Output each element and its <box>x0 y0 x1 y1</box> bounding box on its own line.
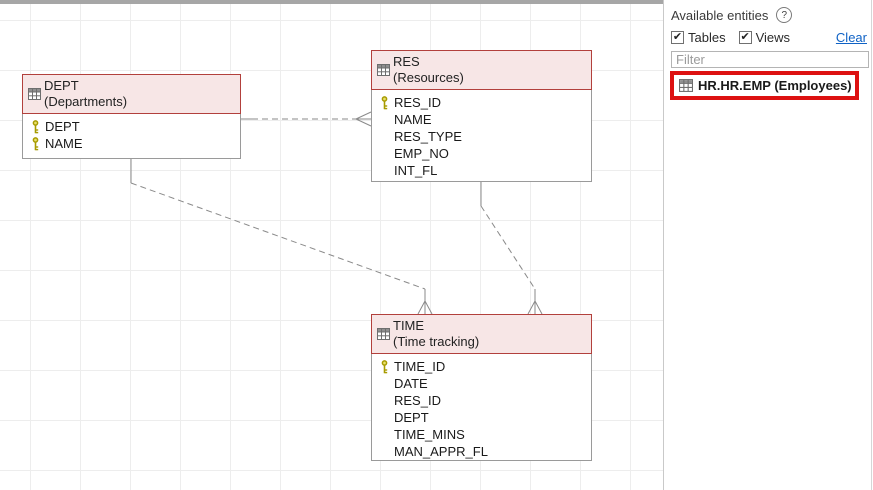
column-name: DEPT <box>45 119 80 134</box>
table-icon <box>377 64 390 76</box>
column-row[interactable]: RES_ID <box>378 94 591 111</box>
column-name: RES_ID <box>394 393 441 408</box>
column-row[interactable]: DEPT <box>378 409 591 426</box>
relationship-res-time[interactable] <box>480 182 543 315</box>
column-row[interactable]: TIME_MINS <box>378 426 591 443</box>
filter-input[interactable] <box>671 51 869 68</box>
column-name: DEPT <box>394 410 429 425</box>
entity-time[interactable]: TIME (Time tracking) TIME_ID DATE RES_ID DE… <box>371 314 592 461</box>
annotation-highlight: HR.HR.EMP (Employees) <box>670 71 859 100</box>
column-row[interactable]: DATE <box>378 375 591 392</box>
column-row[interactable]: RES_TYPE <box>378 128 591 145</box>
panel-right-edge <box>871 0 872 490</box>
column-row[interactable]: EMP_NO <box>378 145 591 162</box>
column-row[interactable]: DEPT <box>29 118 240 135</box>
column-row[interactable]: TIME_ID <box>378 358 591 375</box>
column-row[interactable]: RES_ID <box>378 392 591 409</box>
table-icon <box>377 328 390 340</box>
column-row[interactable]: NAME <box>29 135 240 152</box>
entity-res[interactable]: RES (Resources) RES_ID NAME RES_TYPE EMP_NO… <box>371 50 592 182</box>
entity-name: RES <box>393 54 420 69</box>
table-icon <box>28 88 41 100</box>
column-row[interactable]: NAME <box>378 111 591 128</box>
table-icon <box>679 79 693 92</box>
column-name: TIME_MINS <box>394 427 465 442</box>
entity-alias: (Time tracking) <box>393 334 480 349</box>
column-row[interactable]: INT_FL <box>378 162 591 179</box>
entity-dept[interactable]: DEPT (Departments) DEPT NAME <box>22 74 241 159</box>
entity-name: DEPT <box>44 78 79 93</box>
column-name: NAME <box>45 136 83 151</box>
canvas-top-border <box>0 0 663 4</box>
column-name: RES_TYPE <box>394 129 462 144</box>
column-name: RES_ID <box>394 95 441 110</box>
diagram-canvas[interactable]: DEPT (Departments) DEPT NAME RES (Resour… <box>0 0 663 490</box>
column-name: EMP_NO <box>394 146 449 161</box>
column-name: MAN_APPR_FL <box>394 444 488 459</box>
entity-list-item-label: HR.HR.EMP (Employees) <box>698 78 852 93</box>
panel-title: Available entities <box>671 7 769 23</box>
column-name: INT_FL <box>394 163 438 178</box>
column-name: TIME_ID <box>394 359 446 374</box>
column-name: DATE <box>394 376 428 391</box>
help-icon[interactable]: ? <box>776 7 793 23</box>
relationship-layer <box>130 111 543 315</box>
clear-link[interactable]: Clear <box>835 30 867 45</box>
entity-alias: (Resources) <box>393 70 464 85</box>
column-name: NAME <box>394 112 432 127</box>
entity-res-columns: RES_ID NAME RES_TYPE EMP_NO INT_FL <box>371 90 592 182</box>
primary-key-icon <box>29 136 41 151</box>
relationship-dept-time[interactable] <box>130 159 433 315</box>
views-checkbox-label[interactable]: Views <box>755 30 791 45</box>
entity-name: TIME <box>393 318 425 333</box>
available-entities-panel: Available entities ? ✔ Tables ✔ Views Cl… <box>663 0 873 490</box>
relationship-dept-res[interactable] <box>240 111 372 127</box>
entity-time-header[interactable]: TIME (Time tracking) <box>371 314 592 354</box>
entity-dept-header[interactable]: DEPT (Departments) <box>22 74 241 114</box>
primary-key-icon <box>378 95 390 110</box>
primary-key-icon <box>378 359 390 374</box>
entity-res-header[interactable]: RES (Resources) <box>371 50 592 90</box>
entity-dept-columns: DEPT NAME <box>22 114 241 159</box>
views-checkbox[interactable]: ✔ <box>738 31 752 44</box>
column-row[interactable]: MAN_APPR_FL <box>378 443 591 460</box>
entity-alias: (Departments) <box>44 94 128 109</box>
entity-list-item-hr-hr-emp[interactable]: HR.HR.EMP (Employees) <box>674 75 855 96</box>
primary-key-icon <box>29 119 41 134</box>
tables-checkbox-label[interactable]: Tables <box>688 30 726 45</box>
entity-time-columns: TIME_ID DATE RES_ID DEPT TIME_MINS MAN_APPR_F… <box>371 354 592 461</box>
tables-checkbox[interactable]: ✔ <box>671 31 684 44</box>
